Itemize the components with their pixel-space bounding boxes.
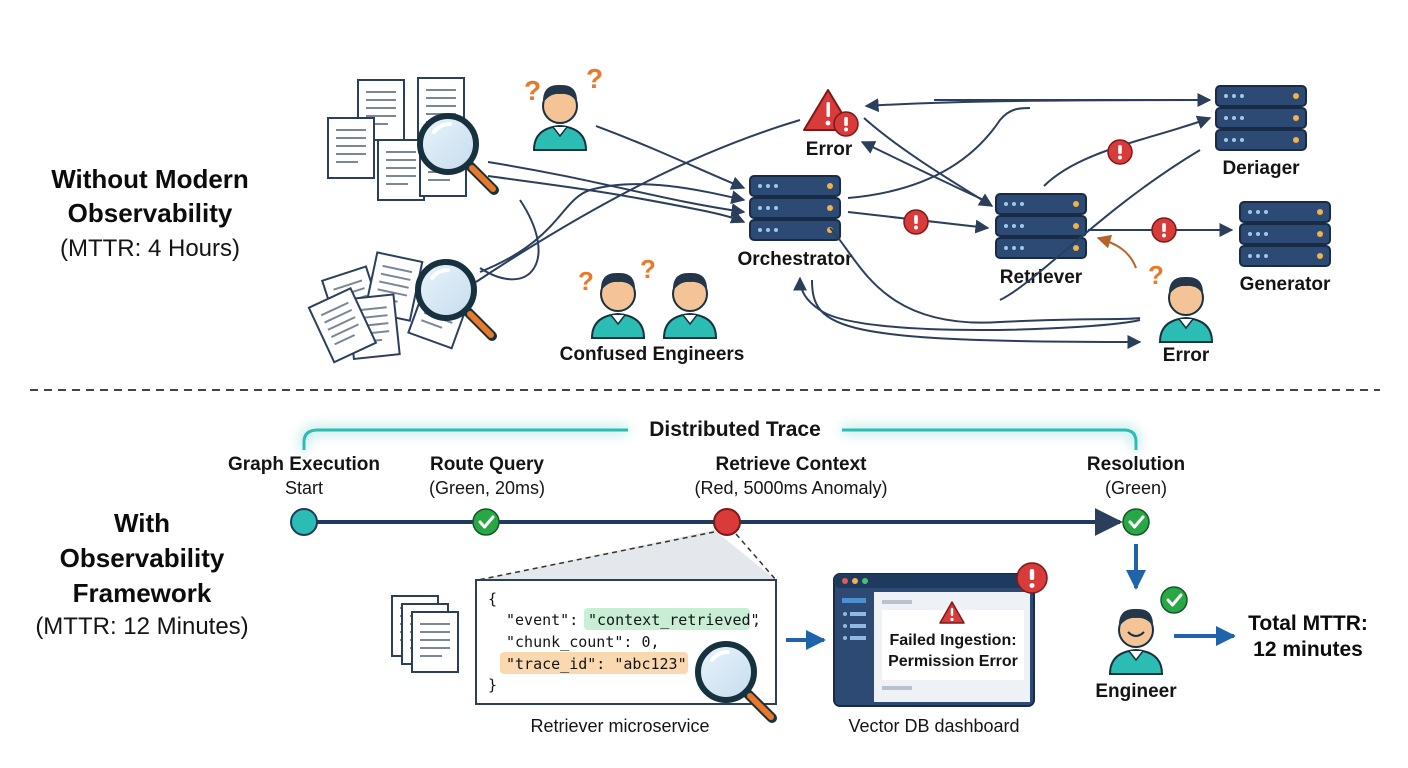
check-icon [471, 507, 501, 537]
step-detail: (Green) [1105, 478, 1167, 498]
vector-db-dashboard: Failed Ingestion: Permission Error Vecto… [833, 562, 1048, 736]
happy-engineer: Engineer [1095, 585, 1189, 702]
generator-label: Generator [1240, 274, 1331, 295]
zoom-callout [477, 530, 777, 581]
step-detail: (Green, 20ms) [429, 478, 545, 498]
confused-engineers-label: Confused Engineers [560, 344, 745, 365]
question-mark-icon: ? [640, 254, 656, 284]
trace-timeline [290, 507, 1151, 537]
question-mark-icon: ? [578, 266, 594, 296]
engineer-label: Engineer [1095, 681, 1177, 702]
log-chunk-count: "chunk_count": 0, [506, 633, 660, 651]
error-icon [1107, 139, 1133, 165]
log-brace-open: { [488, 590, 497, 608]
log-trace-id: "trace_id": "abc123" [506, 655, 687, 673]
top-heading-line1: Without Modern [51, 164, 249, 194]
step-title: Retrieve Context [716, 454, 868, 475]
confused-engineer-top: ? ? [524, 63, 603, 151]
error-label-bottom: Error [1163, 345, 1210, 366]
step-title: Resolution [1087, 454, 1185, 475]
dashboard-caption: Vector DB dashboard [848, 716, 1019, 736]
distributed-trace-title: Distributed Trace [649, 418, 821, 441]
generator-server: Generator [1239, 201, 1331, 295]
trace-steps: Graph Execution Start Route Query (Green… [228, 454, 1185, 498]
orchestrator-label: Orchestrator [737, 249, 853, 270]
tangled-arrows [475, 93, 1234, 349]
check-icon [1121, 507, 1151, 537]
check-icon [1159, 585, 1189, 615]
trace-anomaly-node [713, 508, 741, 536]
error-icon [1151, 217, 1177, 243]
deriager-server: Deriager [1215, 85, 1307, 179]
bottom-heading-line3: Framework [73, 578, 212, 608]
error-warning-top: Error [803, 89, 859, 160]
question-mark-icon: ? [1148, 260, 1164, 290]
bottom-heading: With Observability Framework (MTTR: 12 M… [35, 508, 248, 640]
question-mark-icon: ? [524, 75, 541, 106]
step-detail: Start [285, 478, 323, 498]
structured-log-panel: { "event": "context_retrieved" , "chunk_… [475, 579, 777, 736]
log-files-icon [391, 595, 459, 673]
orchestrator-server: Orchestrator [737, 175, 853, 270]
deriager-label: Deriager [1222, 158, 1300, 179]
bottom-heading-line1: With [114, 508, 170, 538]
confused-engineers-group: ? ? Confused Engineers [560, 254, 745, 365]
retriever-server: Retriever [995, 193, 1087, 288]
total-mttr-line1: Total MTTR: [1248, 612, 1368, 635]
retriever-label: Retriever [1000, 267, 1083, 288]
top-heading: Without Modern Observability (MTTR: 4 Ho… [51, 164, 249, 262]
log-files-pile-upper [327, 77, 494, 201]
error-icon [1016, 562, 1048, 594]
dashboard-message-line1: Failed Ingestion: [889, 632, 1016, 649]
step-title: Route Query [430, 454, 544, 475]
step-detail: (Red, 5000ms Anomaly) [694, 478, 887, 498]
log-brace-close: } [488, 676, 497, 694]
total-mttr: Total MTTR: 12 minutes [1248, 612, 1368, 661]
log-event-key: "event": [506, 611, 578, 629]
error-icon [903, 209, 929, 235]
dashboard-message-line2: Permission Error [888, 653, 1018, 670]
distributed-trace-bracket: Distributed Trace [300, 418, 1140, 450]
top-heading-line2: Observability [68, 198, 233, 228]
error-label-top: Error [806, 139, 853, 160]
bottom-heading-line2: Observability [60, 543, 225, 573]
log-files-pile-lower [307, 251, 492, 364]
error-engineer: ? Error [1148, 260, 1213, 366]
step-title: Graph Execution [228, 454, 380, 475]
log-event-value: "context_retrieved" [588, 611, 760, 629]
bottom-mttr: (MTTR: 12 Minutes) [35, 613, 248, 640]
retriever-caption: Retriever microservice [530, 716, 709, 736]
total-mttr-line2: 12 minutes [1253, 638, 1363, 661]
log-event-comma: , [752, 611, 761, 629]
top-mttr: (MTTR: 4 Hours) [60, 235, 240, 262]
question-mark-icon: ? [586, 63, 603, 94]
trace-start-node [290, 508, 318, 536]
